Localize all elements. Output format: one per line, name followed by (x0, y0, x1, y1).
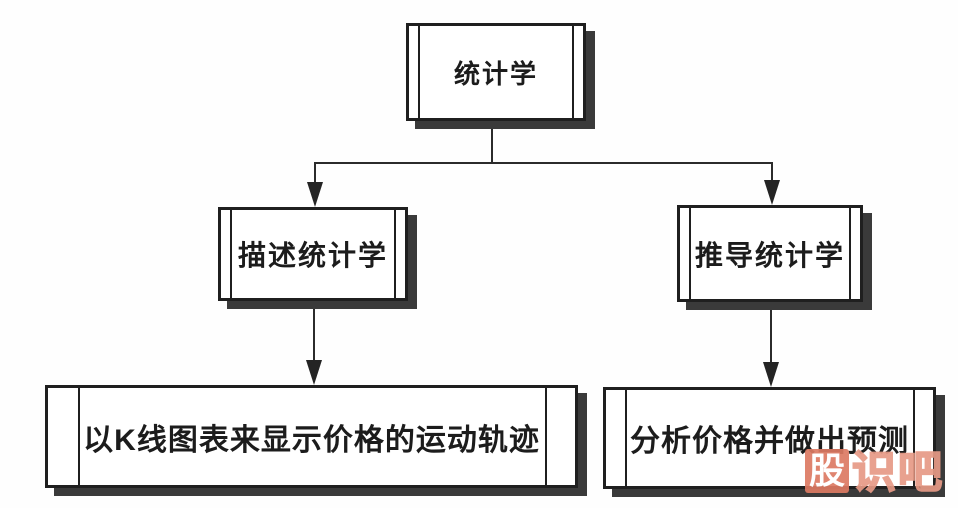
edge-right-branch-line (771, 162, 773, 183)
node-inferential-statistics: 推导统计学 (677, 205, 863, 302)
node-side-bar-left (230, 210, 232, 298)
node-descriptive-statistics: 描述统计学 (218, 207, 408, 301)
node-label: 描述统计学 (237, 240, 388, 271)
edge-mid-left-to-bottom-line (313, 301, 315, 362)
node-side-bar-right (394, 210, 396, 298)
arrow-down-icon (306, 360, 322, 385)
node-analyze-price-predict: 分析价格并做出预测 (603, 387, 936, 489)
edge-branch-horizontal-line (314, 162, 773, 164)
edge-left-branch-line (314, 162, 316, 184)
edge-root-stem-line (491, 121, 493, 163)
node-side-bar-right (572, 26, 574, 118)
node-side-bar-left (689, 208, 691, 299)
arrow-down-icon (307, 182, 323, 207)
node-side-bar-left (625, 390, 627, 486)
node-side-bar-right (849, 208, 851, 299)
arrow-down-icon (764, 180, 780, 205)
node-statistics: 统计学 (406, 23, 586, 121)
node-side-bar-left (418, 26, 420, 118)
node-label: 分析价格并做出预测 (630, 425, 909, 458)
node-kline-display-price-trajectory: 以K线图表来显示价格的运动轨迹 (45, 385, 578, 488)
node-label: 推导统计学 (694, 239, 845, 271)
node-side-bar-right (913, 390, 915, 486)
arrow-down-icon (763, 362, 779, 387)
node-side-bar-right (545, 388, 547, 485)
node-label: 统计学 (453, 58, 538, 89)
edge-mid-right-to-bottom-line (770, 302, 772, 364)
node-label: 以K线图表来显示价格的运动轨迹 (83, 423, 540, 457)
node-side-bar-left (78, 388, 80, 485)
